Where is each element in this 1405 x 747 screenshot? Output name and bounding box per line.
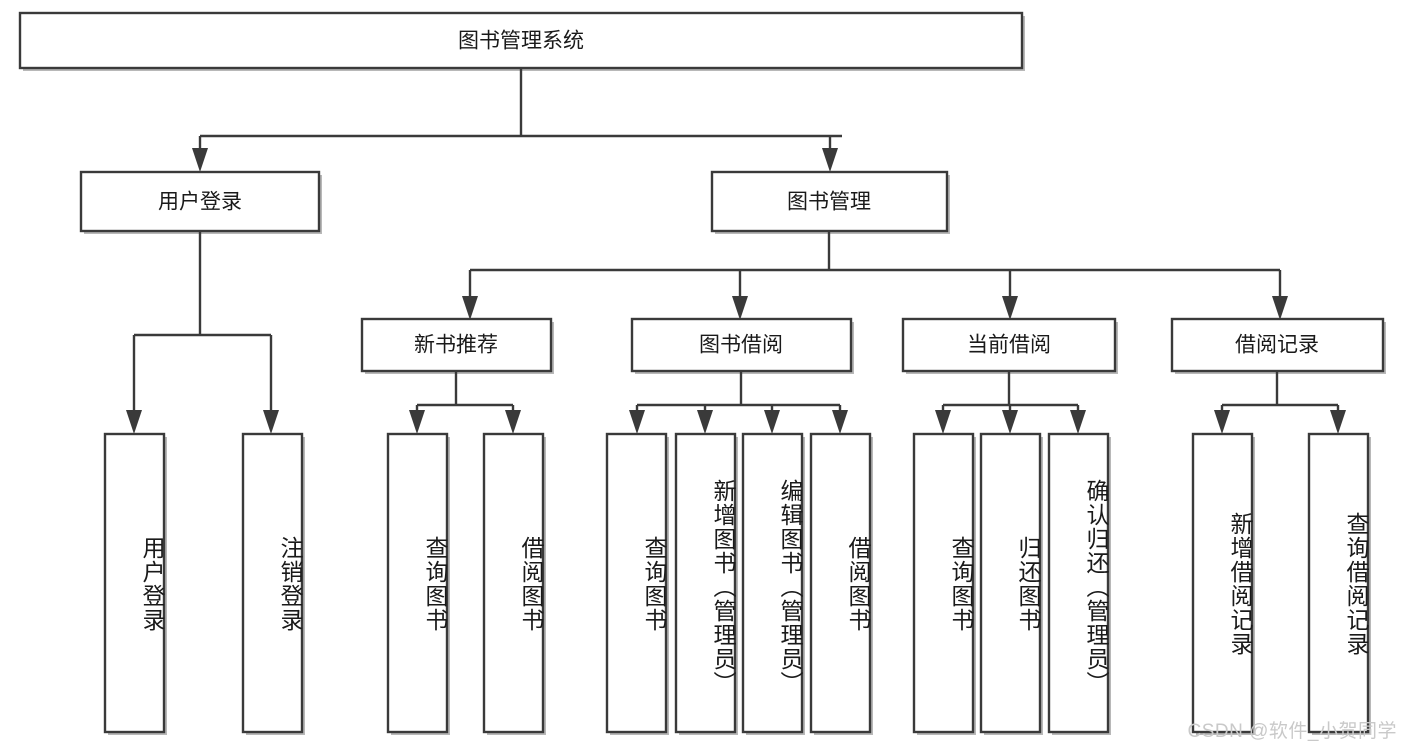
node-leaf-query-book-3[interactable] bbox=[912, 432, 976, 735]
arrow-head-borrow-record bbox=[1272, 296, 1288, 320]
arrow-head-leaf-user-login bbox=[126, 410, 142, 434]
arrow-head-book-management bbox=[822, 148, 838, 172]
node-user-login-rect bbox=[79, 170, 321, 233]
arrow-head-current-borrow bbox=[1002, 296, 1018, 320]
connector-borrow-record-to-leaves bbox=[1214, 371, 1346, 434]
connector-new-book-recommend-to-leaves bbox=[409, 371, 521, 434]
arrow-head-leaf-logout-login bbox=[263, 410, 279, 434]
node-book-borrow[interactable]: 图书借阅 bbox=[630, 317, 854, 374]
node-leaf-query-book-1[interactable] bbox=[386, 432, 450, 735]
arrow-head-leaf-add-record bbox=[1214, 410, 1230, 434]
arrow-head-user-login bbox=[192, 148, 208, 172]
arrow-head-leaf-confirm-return bbox=[1070, 410, 1086, 434]
arrow-head-leaf-return-book bbox=[1002, 410, 1018, 434]
node-leaf-add-record[interactable] bbox=[1191, 432, 1255, 735]
arrow-head-leaf-borrow-book-1 bbox=[505, 410, 521, 434]
node-book-management-label: 图书管理 bbox=[787, 191, 871, 214]
node-leaf-add-book[interactable] bbox=[674, 432, 738, 735]
node-leaf-edit-book[interactable] bbox=[741, 432, 805, 735]
node-leaf-confirm-return[interactable] bbox=[1047, 432, 1111, 735]
node-new-book-recommend-label: 新书推荐 bbox=[414, 334, 498, 357]
node-current-borrow-label: 当前借阅 bbox=[967, 334, 1051, 357]
arrow-head-leaf-query-book-2 bbox=[629, 410, 645, 434]
connector-root-to-level1 bbox=[192, 68, 842, 172]
arrow-head-leaf-query-record bbox=[1330, 410, 1346, 434]
node-leaf-borrow-book-2[interactable] bbox=[809, 432, 873, 735]
node-root-rect bbox=[18, 11, 1024, 70]
leaf-boxes bbox=[103, 432, 1371, 735]
node-current-borrow[interactable]: 当前借阅 bbox=[901, 317, 1118, 374]
node-root[interactable]: 图书管理系统 bbox=[18, 11, 1025, 71]
node-borrow-record-rect bbox=[1170, 317, 1385, 373]
watermark: CSDN @软件_小贺同学 bbox=[1187, 721, 1397, 742]
arrow-head-leaf-add-book bbox=[697, 410, 713, 434]
node-borrow-record-label: 借阅记录 bbox=[1235, 334, 1319, 357]
node-user-login[interactable]: 用户登录 bbox=[79, 170, 322, 234]
node-leaf-query-book-2[interactable] bbox=[605, 432, 669, 735]
connector-book-management-to-level2 bbox=[462, 231, 1288, 320]
node-borrow-record[interactable]: 借阅记录 bbox=[1170, 317, 1386, 374]
node-book-borrow-label: 图书借阅 bbox=[699, 334, 783, 357]
node-new-book-recommend-rect bbox=[360, 317, 553, 373]
connector-book-borrow-to-leaves bbox=[629, 371, 848, 434]
node-new-book-recommend[interactable]: 新书推荐 bbox=[360, 317, 554, 374]
node-leaf-logout-login[interactable] bbox=[241, 432, 305, 735]
node-current-borrow-rect bbox=[901, 317, 1117, 373]
node-leaf-query-record[interactable] bbox=[1307, 432, 1371, 735]
arrow-head-leaf-query-book-1 bbox=[409, 410, 425, 434]
node-root-label: 图书管理系统 bbox=[458, 30, 584, 53]
arrow-head-leaf-edit-book bbox=[764, 410, 780, 434]
arrow-head-book-borrow bbox=[732, 296, 748, 320]
node-user-login-label: 用户登录 bbox=[158, 191, 242, 214]
node-leaf-borrow-book-1[interactable] bbox=[482, 432, 546, 735]
connector-current-borrow-to-leaves bbox=[935, 371, 1086, 434]
arrow-head-leaf-borrow-book-2 bbox=[832, 410, 848, 434]
connector-user-login-to-leaves bbox=[126, 231, 279, 434]
node-leaf-user-login[interactable] bbox=[103, 432, 167, 735]
arrow-head-leaf-query-book-3 bbox=[935, 410, 951, 434]
node-leaf-return-book[interactable] bbox=[979, 432, 1043, 735]
arrow-head-new-book-recommend bbox=[462, 296, 478, 320]
node-book-management[interactable]: 图书管理 bbox=[710, 170, 950, 234]
